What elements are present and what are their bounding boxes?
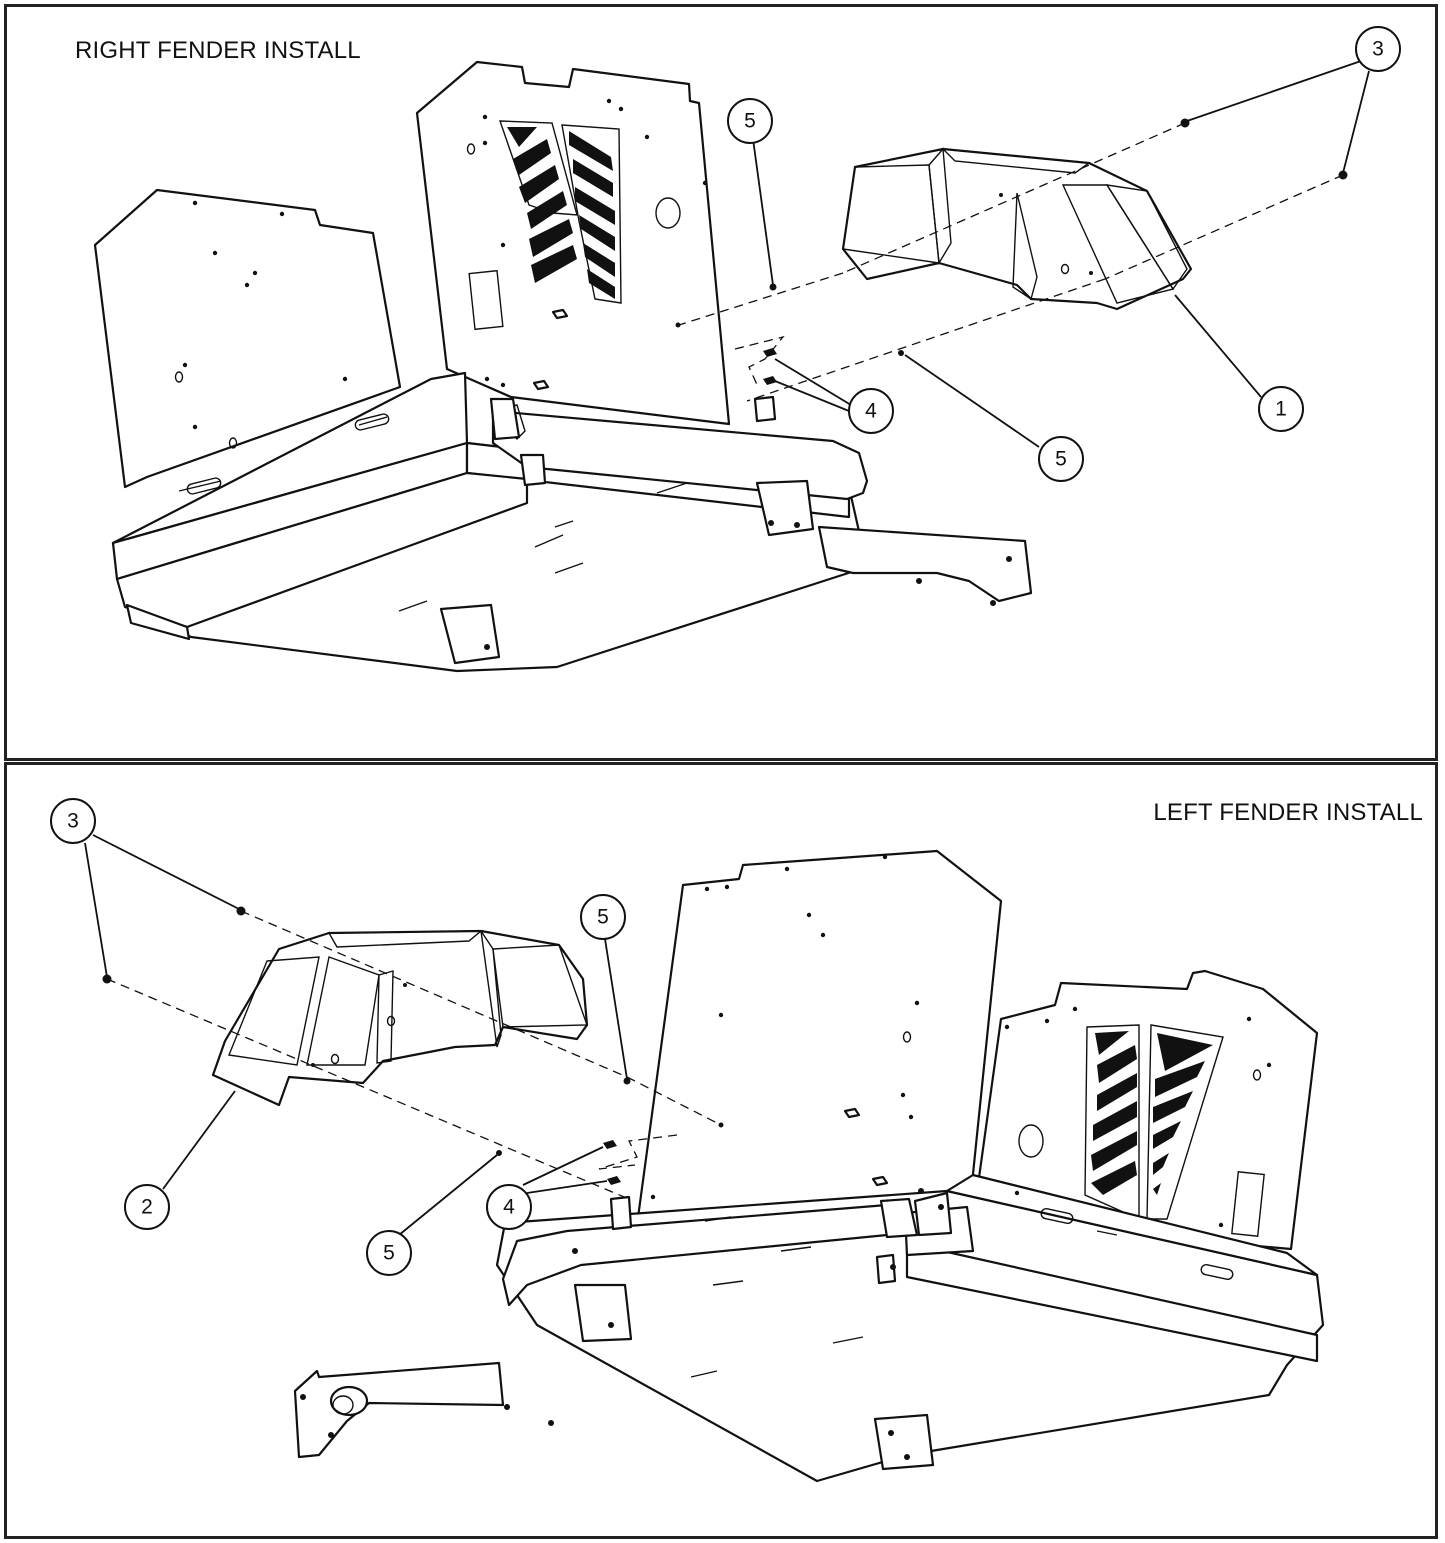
bracket-rear-lower [873, 1413, 935, 1471]
hardware-bolt-icon [763, 118, 1348, 385]
svg-text:4: 4 [865, 400, 877, 423]
bolt-center-2 [532, 379, 550, 391]
fender-part-1 [841, 147, 1193, 311]
bolt-center-1 [551, 308, 569, 320]
seat-back-panel-left [93, 188, 402, 489]
callout-4-bottom: 4 [486, 1184, 532, 1230]
leader-line-icon [752, 60, 1370, 448]
svg-text:5: 5 [1055, 448, 1067, 471]
pivot-tube [329, 1385, 369, 1417]
panel-title-left: LEFT FENDER INSTALL [1153, 799, 1423, 826]
svg-text:5: 5 [744, 110, 756, 133]
callout-5-bottom-a: 5 [580, 894, 626, 940]
right-fender-drawing: 3 5 4 5 1 [93, 26, 1401, 673]
right-fender-panel: RIGHT FENDER INSTALL [4, 4, 1438, 761]
left-fender-panel: LEFT FENDER INSTALL [4, 762, 1438, 1539]
callout-1-top: 1 [1258, 386, 1304, 432]
bracket-left-lower [573, 1283, 633, 1343]
cross-tube-lower [501, 1203, 889, 1307]
left-fender-drawing: 3 5 2 4 5 [50, 798, 1325, 1483]
svg-text:4: 4 [503, 1196, 515, 1219]
fender-part-2 [211, 929, 589, 1107]
leader-line-icon-lower [84, 834, 628, 1236]
hardware-bolt-icon-lower [102, 906, 724, 1185]
panel-title-right: RIGHT FENDER INSTALL [75, 37, 361, 64]
svg-text:5: 5 [383, 1242, 395, 1265]
callout-5-bottom-b: 5 [366, 1230, 412, 1276]
svg-text:5: 5 [597, 906, 609, 929]
svg-text:3: 3 [67, 810, 79, 833]
svg-text:3: 3 [1372, 38, 1384, 61]
rear-frame-rail-lower [293, 1361, 505, 1459]
seat-back-panel-center-lower [635, 849, 1003, 1227]
callout-3-bottom: 3 [50, 798, 96, 844]
svg-text:1: 1 [1275, 398, 1287, 421]
svg-text:2: 2 [141, 1196, 153, 1219]
callout-3-top: 3 [1355, 26, 1401, 72]
callout-5-top-b: 5 [1038, 436, 1084, 482]
rear-frame-rail [817, 525, 1033, 603]
callout-4-top: 4 [848, 388, 894, 434]
callout-5-top-a: 5 [727, 98, 773, 144]
callout-2-bottom: 2 [124, 1184, 170, 1230]
cross-tube [491, 409, 869, 501]
seat-back-panel-center [415, 60, 731, 426]
